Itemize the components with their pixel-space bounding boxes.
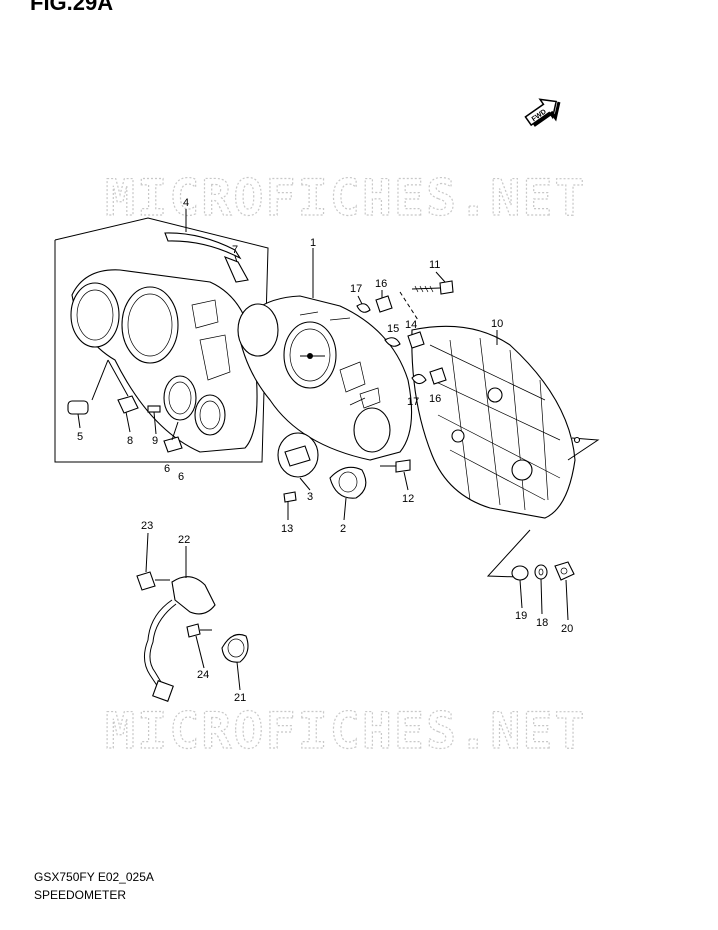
callout-3: 3 [307,491,313,503]
callout-8: 8 [127,435,133,447]
callout-14: 14 [405,319,417,331]
fasteners-upper [356,280,454,473]
callout-17b: 17 [407,396,419,408]
callout-1: 1 [310,237,316,249]
callout-20: 20 [561,623,573,635]
callout-9: 9 [152,435,158,447]
callout-22: 22 [178,534,190,546]
callout-7: 7 [232,244,238,256]
callout-21: 21 [234,692,246,704]
diagram-caption: SPEEDOMETER [34,888,127,902]
callout-2: 2 [340,523,346,535]
watermark-top: MICROFICHES.NET [105,169,587,227]
meter-panel [237,295,413,461]
callout-19: 19 [515,610,527,622]
forward-direction-icon: FWD [524,98,561,127]
callout-10: 10 [491,318,503,330]
meter-case-assembly [54,217,269,463]
callout-12: 12 [402,493,414,505]
callout-23: 23 [141,520,153,532]
callout-17a: 17 [350,283,362,295]
callout-5: 5 [77,431,83,443]
callout-6b: 6 [178,471,184,483]
model-code: GSX750FY E02_025A [34,870,154,884]
callout-13: 13 [281,523,293,535]
callout-6a: 6 [164,463,170,475]
watermark-bottom: MICROFICHES.NET [105,702,587,760]
callout-16b: 16 [429,393,441,405]
speed-sensor-harness [136,571,249,702]
callout-labels: 1 2 3 4 5 6 6 7 8 9 10 11 12 13 14 15 16… [77,197,573,704]
callout-15: 15 [387,323,399,335]
meter-rear-cover [411,325,600,519]
mounting-hardware [486,529,575,581]
callout-24: 24 [197,669,209,681]
gauge-unit [277,432,367,503]
leader-lines [77,209,569,691]
callout-18: 18 [536,617,548,629]
callout-4: 4 [183,197,189,209]
callout-11: 11 [429,259,440,271]
callout-16a: 16 [375,278,387,290]
figure-title: FIG.29A [30,0,114,15]
